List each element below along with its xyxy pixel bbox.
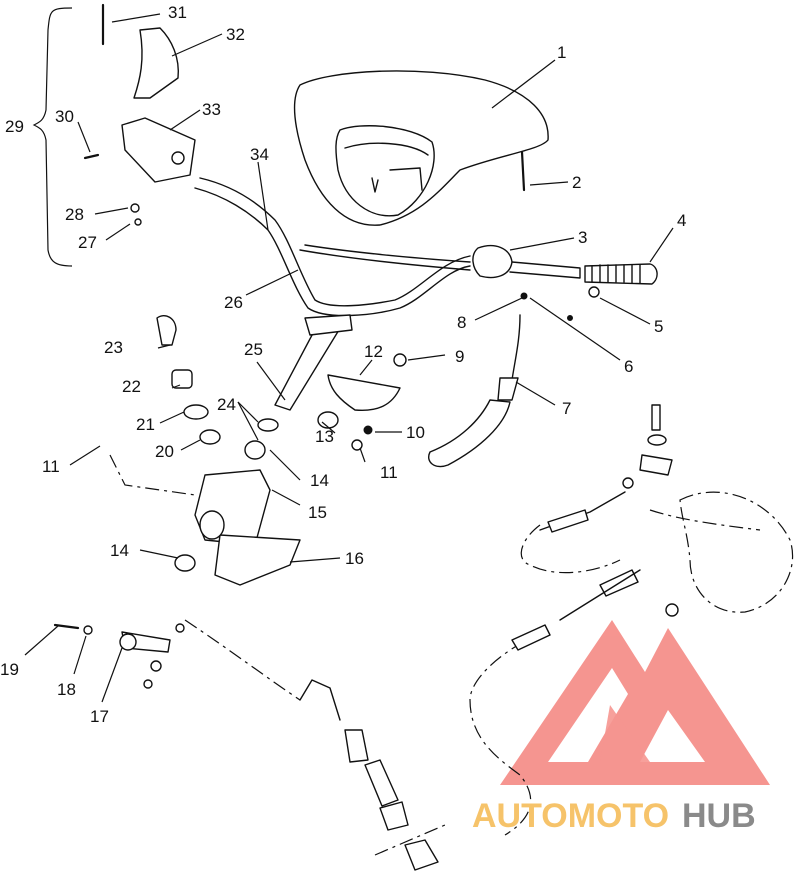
callout-19: 19 [0, 660, 19, 679]
callout-1: 1 [557, 43, 566, 62]
carb-fasteners [622, 404, 679, 617]
part-12-plate [327, 374, 401, 412]
logo-triangle-inner [600, 705, 650, 762]
callout-29: 29 [5, 117, 24, 136]
callout-14a: 14 [110, 541, 129, 560]
callout-25: 25 [244, 340, 263, 359]
watermark-text: AUTOMOTO HUB [472, 797, 756, 835]
part-4-grip [584, 263, 658, 285]
callout-6: 6 [624, 357, 633, 376]
callout-30: 30 [55, 107, 74, 126]
callout-31: 31 [168, 3, 187, 22]
callout-3: 3 [578, 228, 587, 247]
brace-29 [32, 7, 73, 267]
callout-7: 7 [562, 399, 571, 418]
callout-26: 26 [224, 293, 243, 312]
part-8-spring [520, 292, 528, 300]
callout-17: 17 [90, 707, 109, 726]
carburetor-outline [679, 491, 794, 613]
part-11-nut [351, 439, 363, 451]
watermark-text-part1: AUTOMOTO [472, 797, 669, 835]
callout-14b: 14 [310, 471, 329, 490]
callout-4: 4 [677, 211, 686, 230]
callout-18: 18 [57, 680, 76, 699]
callout-32: 32 [226, 25, 245, 44]
callout-11a: 11 [42, 457, 60, 476]
part-9-bolt [393, 353, 407, 367]
part-7-tether-switch [428, 314, 521, 468]
upper-stack [156, 314, 339, 460]
callout-5: 5 [654, 317, 663, 336]
callout-2: 2 [572, 173, 581, 192]
callout-20: 20 [155, 442, 174, 461]
callout-8: 8 [457, 313, 466, 332]
part-5-end-plug [588, 286, 600, 298]
callout-labels: 31 32 33 30 29 28 27 34 1 2 3 4 5 6 7 8 … [0, 3, 686, 726]
logo-triangle-outer [500, 620, 770, 785]
handlebar [194, 177, 471, 317]
leader-lines [24, 13, 674, 703]
part-15-16-steering-block [174, 469, 301, 586]
callout-33: 33 [202, 100, 221, 119]
throttle-cable [511, 491, 641, 651]
callout-21: 21 [136, 415, 155, 434]
callout-15: 15 [308, 503, 327, 522]
cable-routes [109, 454, 761, 856]
part-29-bracket-assembly [83, 3, 196, 226]
part-10-nut [363, 425, 373, 435]
callout-10: 10 [406, 423, 425, 442]
callout-12: 12 [364, 342, 383, 361]
lower-linkage [53, 623, 185, 689]
callout-13: 13 [315, 427, 334, 446]
callout-27: 27 [78, 233, 97, 252]
callout-28: 28 [65, 205, 84, 224]
callout-23: 23 [104, 338, 123, 357]
part-25-steering-post [274, 314, 353, 411]
callout-22: 22 [122, 377, 141, 396]
watermark-logo [500, 620, 770, 785]
part-1-handlebar-pad [293, 70, 549, 226]
part-3-throttle-housing [472, 244, 581, 279]
watermark-text-part2: HUB [682, 797, 756, 835]
lower-cable [299, 679, 439, 871]
callout-11b: 11 [380, 463, 398, 482]
part-2-screw [520, 150, 526, 192]
callout-34: 34 [250, 145, 269, 164]
callout-24: 24 [217, 395, 236, 414]
callout-9: 9 [455, 347, 464, 366]
part-6-screw [567, 315, 573, 321]
callout-16: 16 [345, 549, 364, 568]
